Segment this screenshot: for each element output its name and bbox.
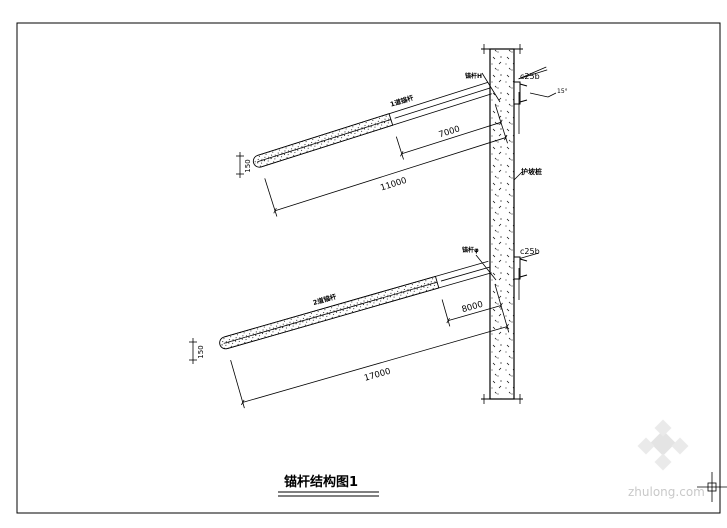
upper-diameter-dimension	[236, 152, 244, 178]
retaining-wall	[481, 44, 523, 404]
upper-total-length: 11000	[379, 176, 408, 194]
upper-anchor-name: 1道锚杆	[389, 93, 415, 109]
cad-crosshair-icon	[697, 472, 727, 502]
lower-bracket-label: c25b	[520, 247, 540, 256]
drawing-frame	[16, 22, 721, 514]
upper-angle-label: 15°	[557, 88, 568, 95]
lower-small-label: 锚杆φ	[462, 246, 479, 254]
lower-total-length: 17000	[363, 367, 392, 384]
lower-diameter-dimension	[189, 338, 197, 364]
lower-anchor-name: 2道锚杆	[312, 292, 338, 307]
wall-leader-line	[513, 171, 523, 181]
upper-small-label: 锚杆H	[465, 72, 482, 80]
upper-free-length: 7000	[438, 124, 462, 140]
lower-diameter-label: 150	[197, 345, 205, 358]
drawing-title: 锚杆结构图1	[284, 474, 358, 490]
upper-bracket-label: c25b	[520, 72, 540, 81]
upper-diameter-label: 150	[244, 159, 252, 172]
lower-free-length: 8000	[461, 300, 485, 316]
wall-label: 护坡桩	[521, 167, 542, 176]
watermark-text: zhulong.com	[628, 485, 705, 499]
watermark-logo-icon	[637, 419, 689, 471]
